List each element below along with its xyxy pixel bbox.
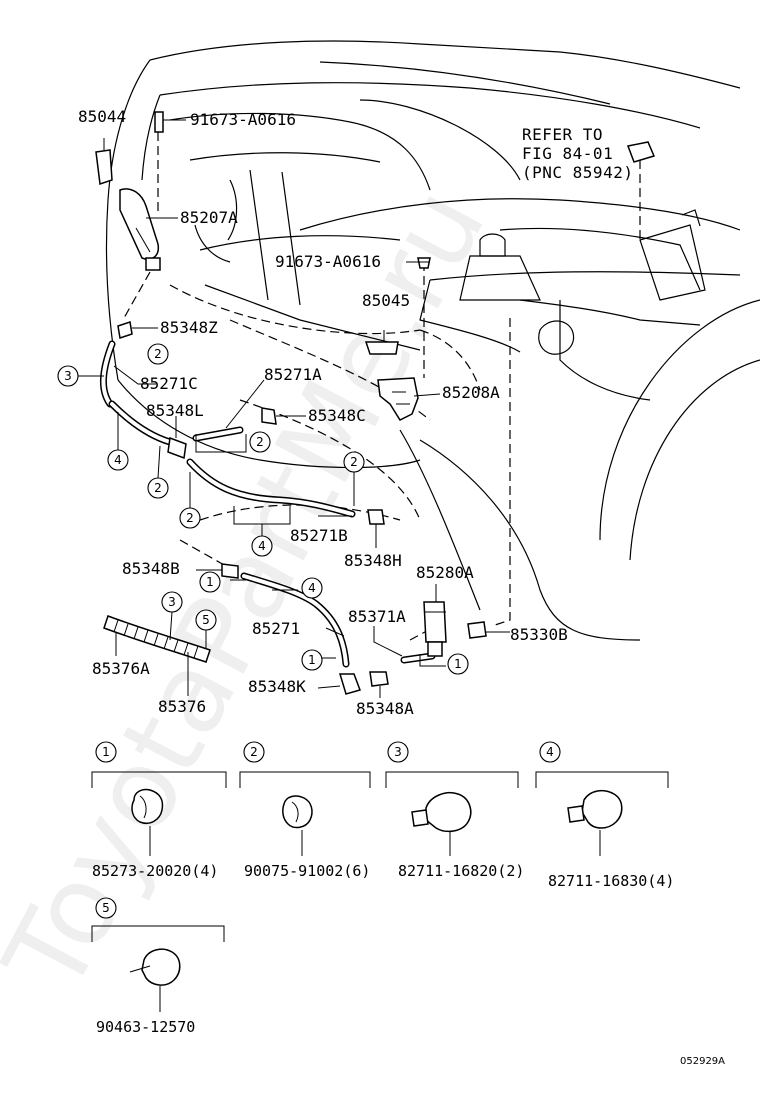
- assembly-leader-lines: [123, 132, 641, 641]
- legend-bracket-5: [91, 925, 225, 942]
- legend-part-4: 82711-16830(4): [548, 872, 674, 890]
- label-85376: 85376: [158, 697, 206, 716]
- label-leader-lines: [103, 119, 510, 698]
- callout-number-2d: 2: [256, 435, 264, 449]
- parts-drawings: [95, 111, 656, 695]
- legend-key-circle-3: [387, 741, 409, 763]
- callout-number-3a: 3: [64, 369, 72, 383]
- legend-key-4: 4: [546, 745, 554, 759]
- label-85045: 85045: [362, 291, 410, 310]
- callout-number-2e: 2: [350, 455, 358, 469]
- legend-key-circle-4: [539, 741, 561, 763]
- callout-number-4c: 4: [308, 581, 316, 595]
- callout-number-5: 5: [202, 613, 210, 627]
- label-91673-a0616-mid: 91673-A0616: [275, 252, 381, 271]
- legend-part-2: 90075-91002(6): [244, 862, 370, 880]
- legend-key-1: 1: [102, 745, 110, 759]
- label-85348a: 85348A: [356, 699, 414, 718]
- label-85348k: 85348K: [248, 677, 306, 696]
- label-85044: 85044: [78, 107, 126, 126]
- legend-key-circle-5: [95, 897, 117, 919]
- callout-number-2a: 2: [154, 347, 162, 361]
- legend-bracket-4: [535, 771, 669, 788]
- callout-circle-1c: [447, 653, 469, 675]
- legend-bracket-1: [91, 771, 227, 788]
- legend-key-circle-2: [243, 741, 265, 763]
- legend-part-5: 90463-12570: [96, 1018, 195, 1036]
- callout-number-2b: 2: [154, 481, 162, 495]
- label-85280a: 85280A: [416, 563, 474, 582]
- label-85348b: 85348B: [122, 559, 180, 578]
- callout-number-2c: 2: [186, 511, 194, 525]
- reference-line-2: FIG 84-01: [522, 144, 613, 163]
- callout-circle-1b: [301, 649, 323, 671]
- legend: 1 85273-20020(4) 2 90075-91002(6) 3 8271…: [91, 741, 674, 1036]
- label-85371a: 85371A: [348, 607, 406, 626]
- legend-item-3: 3 82711-16820(2): [385, 741, 524, 880]
- label-85330b: 85330B: [510, 625, 568, 644]
- legend-item-4: 4 82711-16830(4): [535, 741, 674, 890]
- clamp-85273-icon: [131, 788, 164, 824]
- legend-key-circle-1: [95, 741, 117, 763]
- callout-number-1b: 1: [308, 653, 316, 667]
- clip-82711-16820-icon: [425, 792, 472, 833]
- legend-item-2: 2 90075-91002(6): [239, 741, 371, 880]
- callout-circle-4c: [301, 577, 323, 599]
- reference-note: REFER TO FIG 84-01 (PNC 85942): [522, 125, 633, 182]
- clamp-90075-icon: [282, 795, 313, 829]
- label-85271b: 85271B: [290, 526, 348, 545]
- callout-number-3b: 3: [168, 595, 176, 609]
- label-85348h: 85348H: [344, 551, 402, 570]
- watermark: ToyotaPartMe.ru: [0, 168, 510, 1013]
- callout-circles: 2 3 4 2 2 2 2 4 1 4 3 5 1 1: [57, 343, 469, 675]
- callout-circle-1a: [199, 571, 221, 593]
- label-85208a: 85208A: [442, 383, 500, 402]
- callout-circle-2d: [249, 431, 271, 453]
- legend-part-3: 82711-16820(2): [398, 862, 524, 880]
- legend-item-5: 5 90463-12570: [91, 897, 225, 1036]
- label-85271a: 85271A: [264, 365, 322, 384]
- legend-bracket-2: [239, 771, 371, 788]
- callout-number-4a: 4: [114, 453, 122, 467]
- band-90463-icon: [141, 948, 181, 986]
- clip-82711-16830-icon: [581, 789, 623, 829]
- callout-number-1c: 1: [454, 657, 462, 671]
- label-85376a: 85376A: [92, 659, 150, 678]
- diagram-code: 052929A: [680, 1056, 725, 1067]
- part-labels: 85044 91673-A0616 85207A 91673-A0616 850…: [78, 107, 568, 718]
- label-91673-a0616-top: 91673-A0616: [190, 110, 296, 129]
- legend-item-1: 1 85273-20020(4): [91, 741, 227, 880]
- legend-bracket-3: [385, 771, 519, 788]
- reference-line-3: (PNC 85942): [522, 163, 633, 182]
- legend-part-1: 85273-20020(4): [92, 862, 218, 880]
- label-85271: 85271: [252, 619, 300, 638]
- label-85271c: 85271C: [140, 374, 198, 393]
- label-85348z: 85348Z: [160, 318, 218, 337]
- callout-number-4b: 4: [258, 539, 266, 553]
- legend-key-5: 5: [102, 901, 110, 915]
- label-85207a: 85207A: [180, 208, 238, 227]
- callout-circle-2a: [147, 343, 169, 365]
- label-85348l: 85348L: [146, 401, 204, 420]
- legend-key-3: 3: [394, 745, 402, 759]
- reference-line-1: REFER TO: [522, 125, 603, 144]
- legend-key-2: 2: [250, 745, 258, 759]
- callout-number-1a: 1: [206, 575, 214, 589]
- label-85348c: 85348C: [308, 406, 366, 425]
